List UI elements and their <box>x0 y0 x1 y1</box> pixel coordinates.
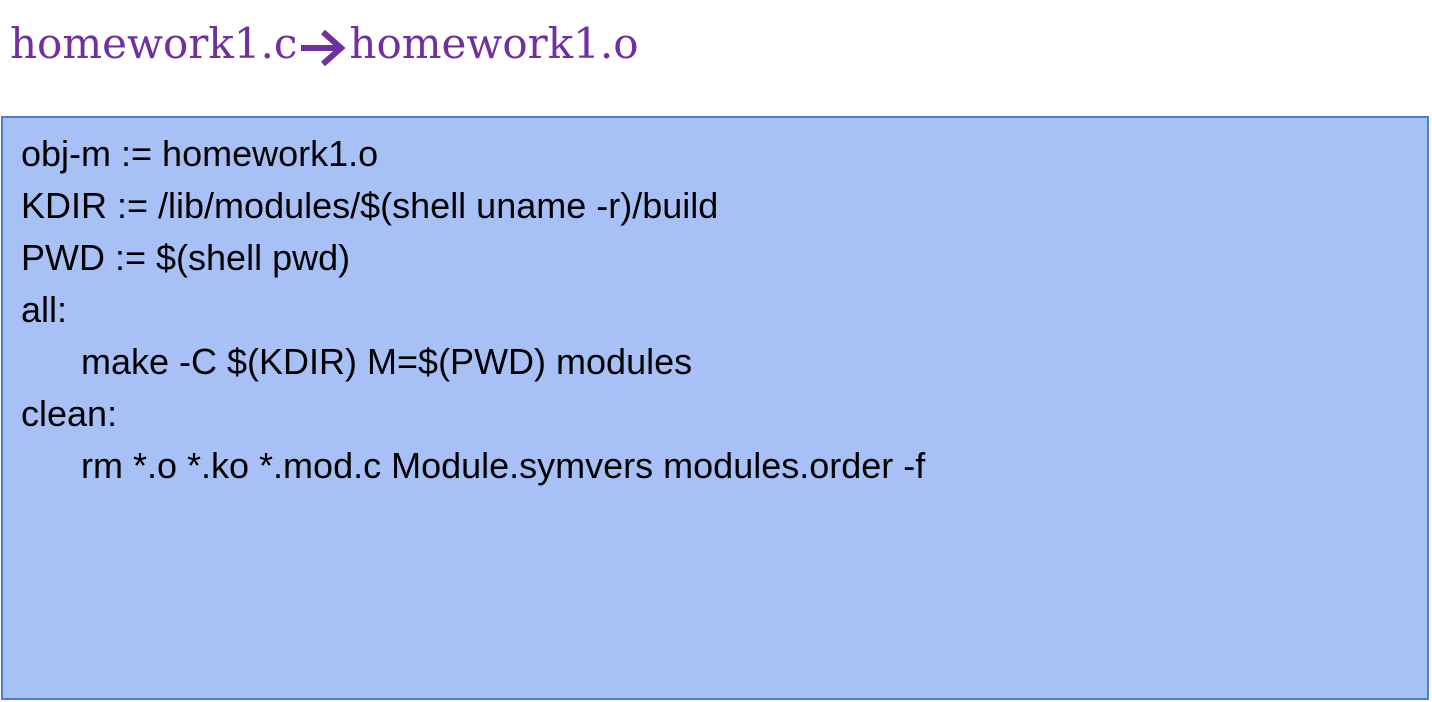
code-line: clean: <box>21 393 118 434</box>
source-filename: homework1.c <box>10 19 298 68</box>
code-line: make -C $(KDIR) M=$(PWD) modules <box>81 341 693 382</box>
code-line: all: <box>21 289 68 330</box>
slide-title: homework1.c homework1.o <box>10 14 639 74</box>
makefile-code: obj-m := homework1.o KDIR := /lib/module… <box>21 134 925 498</box>
code-line: PWD := $(shell pwd) <box>21 237 351 278</box>
code-line: obj-m := homework1.o <box>21 133 379 174</box>
code-line: rm *.o *.ko *.mod.c Module.symvers modul… <box>81 445 926 486</box>
target-filename: homework1.o <box>349 19 639 68</box>
right-arrow-icon <box>299 24 347 67</box>
makefile-code-box: obj-m := homework1.o KDIR := /lib/module… <box>1 116 1429 700</box>
code-line: KDIR := /lib/modules/$(shell uname -r)/b… <box>21 185 719 226</box>
